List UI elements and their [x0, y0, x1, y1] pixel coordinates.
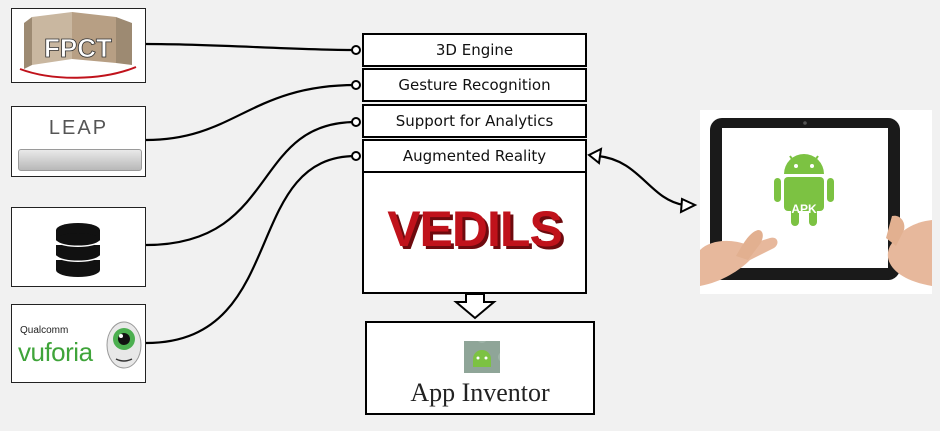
apk-badge: APK — [791, 202, 817, 216]
database-box — [11, 207, 146, 287]
port-analytics — [351, 117, 361, 127]
vedils-core-box: VEDILS — [362, 171, 587, 294]
vuforia-mascot-icon — [106, 321, 142, 369]
vuforia-logo-text: vuforia — [18, 337, 93, 367]
fpct-logo-box: FPCT — [11, 8, 146, 83]
vuforia-logo-box: Qualcomm vuforia — [11, 304, 146, 383]
connector-database — [145, 120, 357, 247]
port-gesture — [351, 80, 361, 90]
fpct-logo-text: FPCT — [44, 33, 112, 63]
app-inventor-box: App Inventor — [365, 321, 595, 415]
connector-device — [597, 154, 685, 207]
connector-leap — [145, 83, 357, 142]
feature-augmented-reality: Augmented Reality — [362, 139, 587, 173]
fpct-logo-icon: FPCT — [19, 12, 137, 79]
leap-logo-text: LEAP — [48, 117, 109, 139]
app-inventor-logo-icon — [464, 341, 500, 373]
port-ar — [351, 151, 361, 161]
database-icon — [55, 223, 101, 277]
feature-3d-engine: 3D Engine — [362, 33, 587, 67]
arrowhead-left — [587, 147, 603, 165]
leap-device-icon — [18, 149, 142, 171]
feature-gesture-recognition-label: Gesture Recognition — [398, 76, 551, 94]
connector-fpct — [145, 42, 357, 52]
feature-analytics: Support for Analytics — [362, 104, 587, 138]
feature-augmented-reality-label: Augmented Reality — [402, 147, 547, 165]
feature-analytics-label: Support for Analytics — [395, 112, 554, 130]
app-inventor-label: App Inventor — [410, 378, 550, 407]
vuforia-brand-text: Qualcomm — [20, 325, 69, 336]
down-arrow — [453, 293, 497, 320]
tablet-device: APK — [700, 110, 932, 294]
connector-vuforia — [145, 154, 357, 345]
vedils-logo: VEDILS — [387, 201, 563, 257]
android-apk-icon — [774, 154, 834, 226]
feature-3d-engine-label: 3D Engine — [435, 41, 514, 59]
arrowhead-right — [679, 197, 698, 214]
leap-logo-box: LEAP — [11, 106, 146, 177]
feature-gesture-recognition: Gesture Recognition — [362, 68, 587, 102]
port-3d-engine — [351, 45, 361, 55]
